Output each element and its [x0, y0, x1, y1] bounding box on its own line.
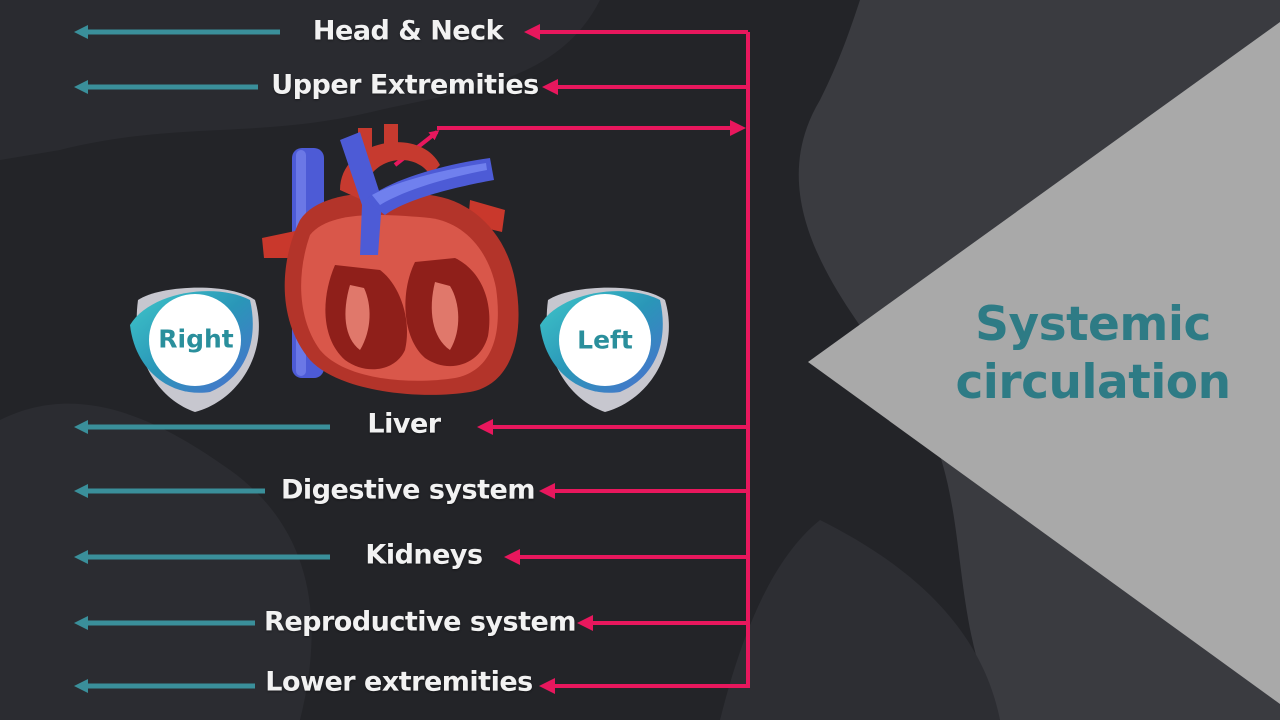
side-label-right: Right: [158, 324, 234, 354]
shield-badge-right: [130, 287, 259, 412]
destination-upper-extremities: Upper Extremities: [271, 69, 539, 101]
destination-head-neck: Head & Neck: [312, 15, 504, 47]
heart-illustration: [262, 124, 519, 395]
destination-lower-extremities: Lower extremities: [265, 666, 533, 698]
return-arrows: [74, 25, 330, 693]
shield-badge-left: [540, 287, 669, 412]
title-line-2: circulation: [955, 355, 1231, 410]
arterial-distribution: [393, 24, 750, 694]
title-line-1: Systemic: [975, 297, 1211, 352]
destination-digestive-system: Digestive system: [281, 474, 535, 506]
diagram-title: Systemic circulation: [948, 296, 1238, 412]
destination-liver: Liver: [367, 408, 441, 440]
destination-reproductive-system: Reproductive system: [264, 606, 576, 638]
side-label-left: Left: [577, 325, 633, 355]
systemic-panel: [808, 22, 1280, 704]
destination-kidneys: Kidneys: [365, 539, 483, 571]
